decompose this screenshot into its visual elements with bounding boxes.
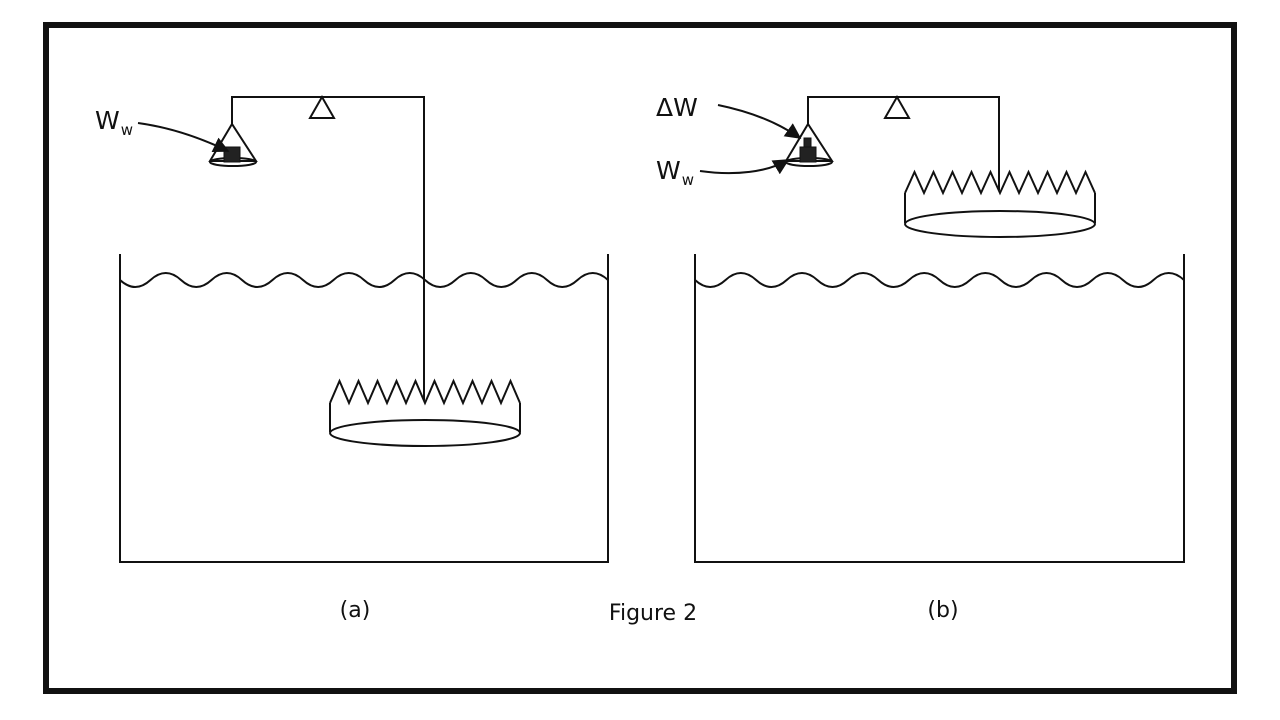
ring-plate-icon: [329, 378, 521, 447]
ring-plate-icon: [904, 169, 1096, 238]
weight-label-b: Ww: [656, 156, 694, 189]
panel-b: ΔW Ww (b): [656, 93, 1185, 623]
caption-b: (b): [927, 598, 958, 623]
extra-weight-block: [803, 137, 812, 148]
balance-pivot-icon: [308, 94, 336, 119]
panel-a: Ww (a): [95, 94, 609, 623]
balance-pivot-icon: [883, 94, 911, 119]
figure-frame: [43, 22, 1237, 694]
caption-a: (a): [340, 598, 371, 623]
weight-arrow-a: [137, 122, 230, 153]
water-surface: [119, 272, 609, 288]
weight-arrow-b: [699, 159, 790, 175]
figure-title: Figure 2: [609, 601, 697, 626]
water-tank-icon: [119, 254, 609, 563]
water-tank-icon: [694, 254, 1185, 563]
balance-beam: [807, 96, 1000, 190]
delta-weight-label: ΔW: [656, 93, 698, 122]
water-surface: [694, 272, 1185, 288]
weight-pan-icon: [208, 122, 258, 167]
delta-arrow-b: [717, 104, 802, 139]
balance-beam: [231, 96, 425, 400]
weight-pan-icon: [784, 122, 834, 167]
weight-label-a: Ww: [95, 106, 133, 139]
weight-block: [799, 146, 817, 163]
